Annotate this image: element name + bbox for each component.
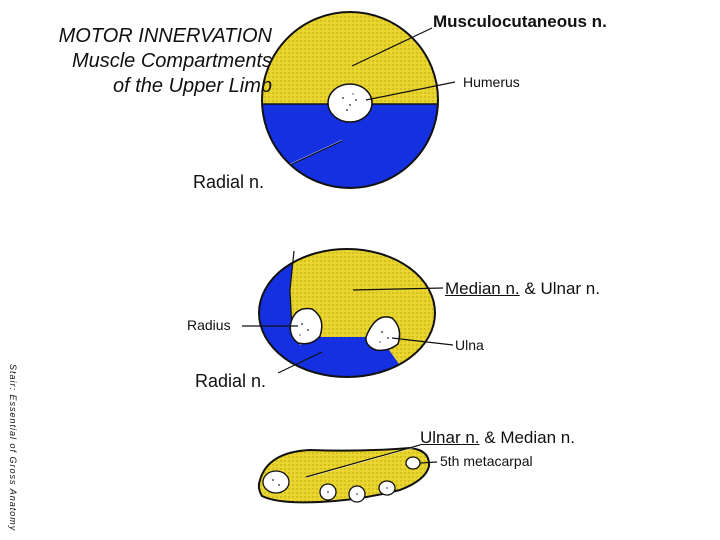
leader-median-ulnar (352, 287, 444, 291)
leader-musculocutaneous (351, 27, 433, 67)
fifth-metacarpal-bone (405, 456, 421, 470)
label-radius: Radius (187, 317, 231, 333)
label-median-connector: & Median n. (479, 428, 575, 447)
title-line-2: Muscle Compartments (71, 50, 272, 72)
leader-radial-forearm (277, 351, 323, 374)
label-ulnar-connector: & Ulnar n. (519, 279, 600, 298)
label-ulna: Ulna (455, 337, 484, 353)
thenar-metacarpal (262, 470, 290, 494)
source-credit: Stair: Essential of Gross Anatomy (8, 364, 18, 532)
label-median-underlined: Median n. (445, 279, 520, 298)
label-musculocutaneous: Musculocutaneous n. (433, 12, 607, 31)
diagram-title: MOTOR INNERVATION Muscle Compartments of… (4, 24, 272, 99)
label-ulnar-underlined: Ulnar n. (420, 428, 480, 447)
label-radial-arm: Radial n. (193, 172, 265, 192)
leader-ulna (391, 337, 454, 346)
humerus-bone (327, 83, 373, 123)
arm-cross-section (261, 11, 456, 189)
title-line-3: of the Upper Limb (113, 75, 272, 97)
hand-cross-section (257, 444, 438, 504)
forearm-cross-section (242, 248, 454, 378)
ulna-bone (365, 316, 401, 352)
title-line-1: MOTOR INNERVATION (58, 25, 272, 47)
label-5th-metacarpal: 5th metacarpal (440, 453, 533, 469)
humerus-speckle (342, 93, 357, 111)
leader-ulnar-median (305, 444, 421, 478)
label-median-ulnar: Median n. & Ulnar n. (445, 279, 600, 299)
label-humerus: Humerus (463, 74, 520, 90)
label-ulnar-median: Ulnar n. & Median n. (420, 428, 575, 448)
label-radial-forearm: Radial n. (195, 371, 267, 391)
leader-5th-metacarpal (419, 461, 438, 464)
leader-radial-arm (289, 140, 343, 166)
leader-humerus (365, 81, 456, 101)
radius-bone (289, 307, 323, 345)
